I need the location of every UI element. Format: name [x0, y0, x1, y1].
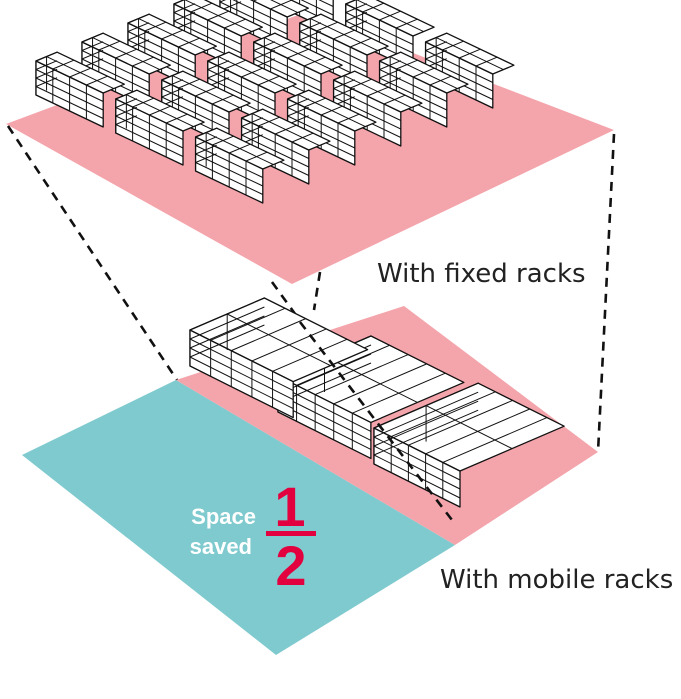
fixed-rack-unit	[378, 51, 469, 128]
fixed-rack-unit	[115, 89, 205, 166]
fraction-bar	[266, 531, 316, 536]
fixed-rack-unit	[253, 32, 343, 109]
space-saved-badge: Space saved 1 2	[190, 475, 316, 597]
fixed-rack-unit	[35, 51, 125, 128]
space-saved-line2: saved	[190, 534, 252, 559]
mobile-racks-area	[176, 297, 598, 545]
guide-left	[6, 125, 179, 381]
fixed-rack-unit	[240, 108, 331, 185]
fixed-rack-unit	[332, 70, 423, 147]
fraction-numerator: 1	[274, 475, 305, 538]
guide-center-right	[312, 271, 322, 311]
fixed-rack-unit	[194, 127, 285, 204]
fixed-racks-group	[35, 0, 515, 204]
guide-through-racks	[298, 321, 454, 521]
saved-space-floor	[22, 380, 455, 655]
fixed-rack-unit	[424, 32, 515, 109]
fixed-racks-area	[6, 0, 614, 284]
mobile-racks-group	[189, 297, 565, 508]
fixed-racks-label: With fixed racks	[377, 259, 586, 289]
fraction-denominator: 2	[275, 534, 306, 597]
fixed-rack-unit	[286, 89, 377, 166]
mobile-rack-band	[189, 297, 369, 419]
guide-right	[596, 133, 616, 453]
mobile-racks-label: With mobile racks	[440, 565, 673, 595]
space-saved-line1: Space	[191, 504, 256, 529]
mobile-rack-band	[373, 382, 565, 508]
